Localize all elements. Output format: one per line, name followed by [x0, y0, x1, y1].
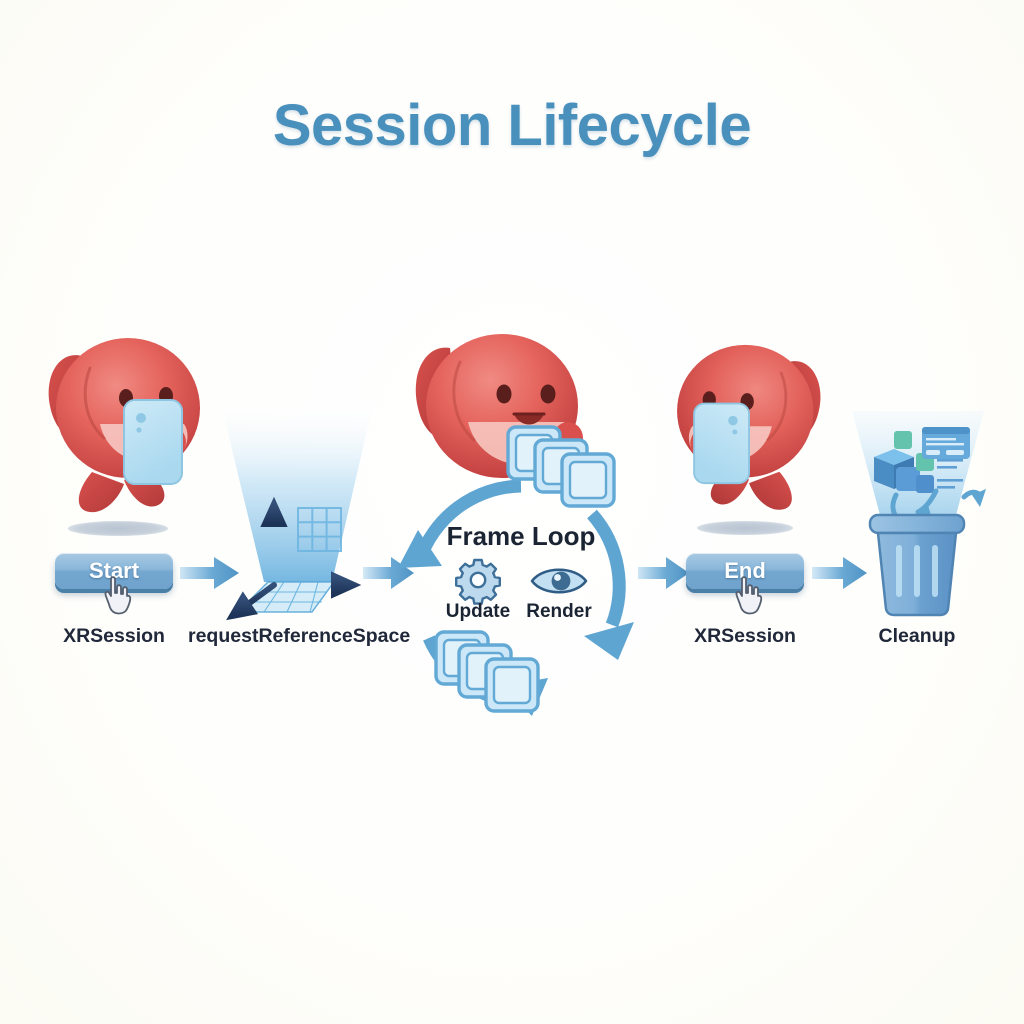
coordinate-axes-icon: [212, 400, 382, 625]
arrow-end-to-cleanup: [812, 556, 868, 590]
end-button[interactable]: End: [686, 553, 804, 589]
frame-loop-item-update-label: Update: [445, 601, 511, 622]
page-title: Session Lifecycle: [272, 93, 752, 158]
frame-stack-icon-top: [505, 424, 625, 514]
cursor-hand-icon-end: [732, 575, 766, 615]
frame-loop-item-render-label: Render: [526, 601, 592, 622]
trash-can-icon: [838, 405, 998, 625]
label-xrsession-end: XRSession: [694, 625, 796, 647]
cursor-hand-icon: [101, 575, 135, 615]
character-start-shadow: [68, 521, 168, 536]
label-request-reference-space: requestReferenceSpace: [188, 625, 411, 647]
arrow-frame-loop-to-end: [638, 556, 690, 590]
label-cleanup: Cleanup: [878, 625, 956, 647]
character-end-shadow: [697, 521, 793, 535]
eye-icon: [530, 564, 588, 598]
gear-icon: [455, 557, 501, 605]
arrow-start-to-reference-space: [180, 556, 240, 590]
frame-loop-title: Frame Loop: [446, 521, 596, 551]
character-start: [28, 320, 218, 520]
frame-stack-icon-bottom: [433, 629, 553, 719]
character-end: [660, 325, 840, 520]
label-xrsession-start: XRSession: [63, 625, 165, 647]
